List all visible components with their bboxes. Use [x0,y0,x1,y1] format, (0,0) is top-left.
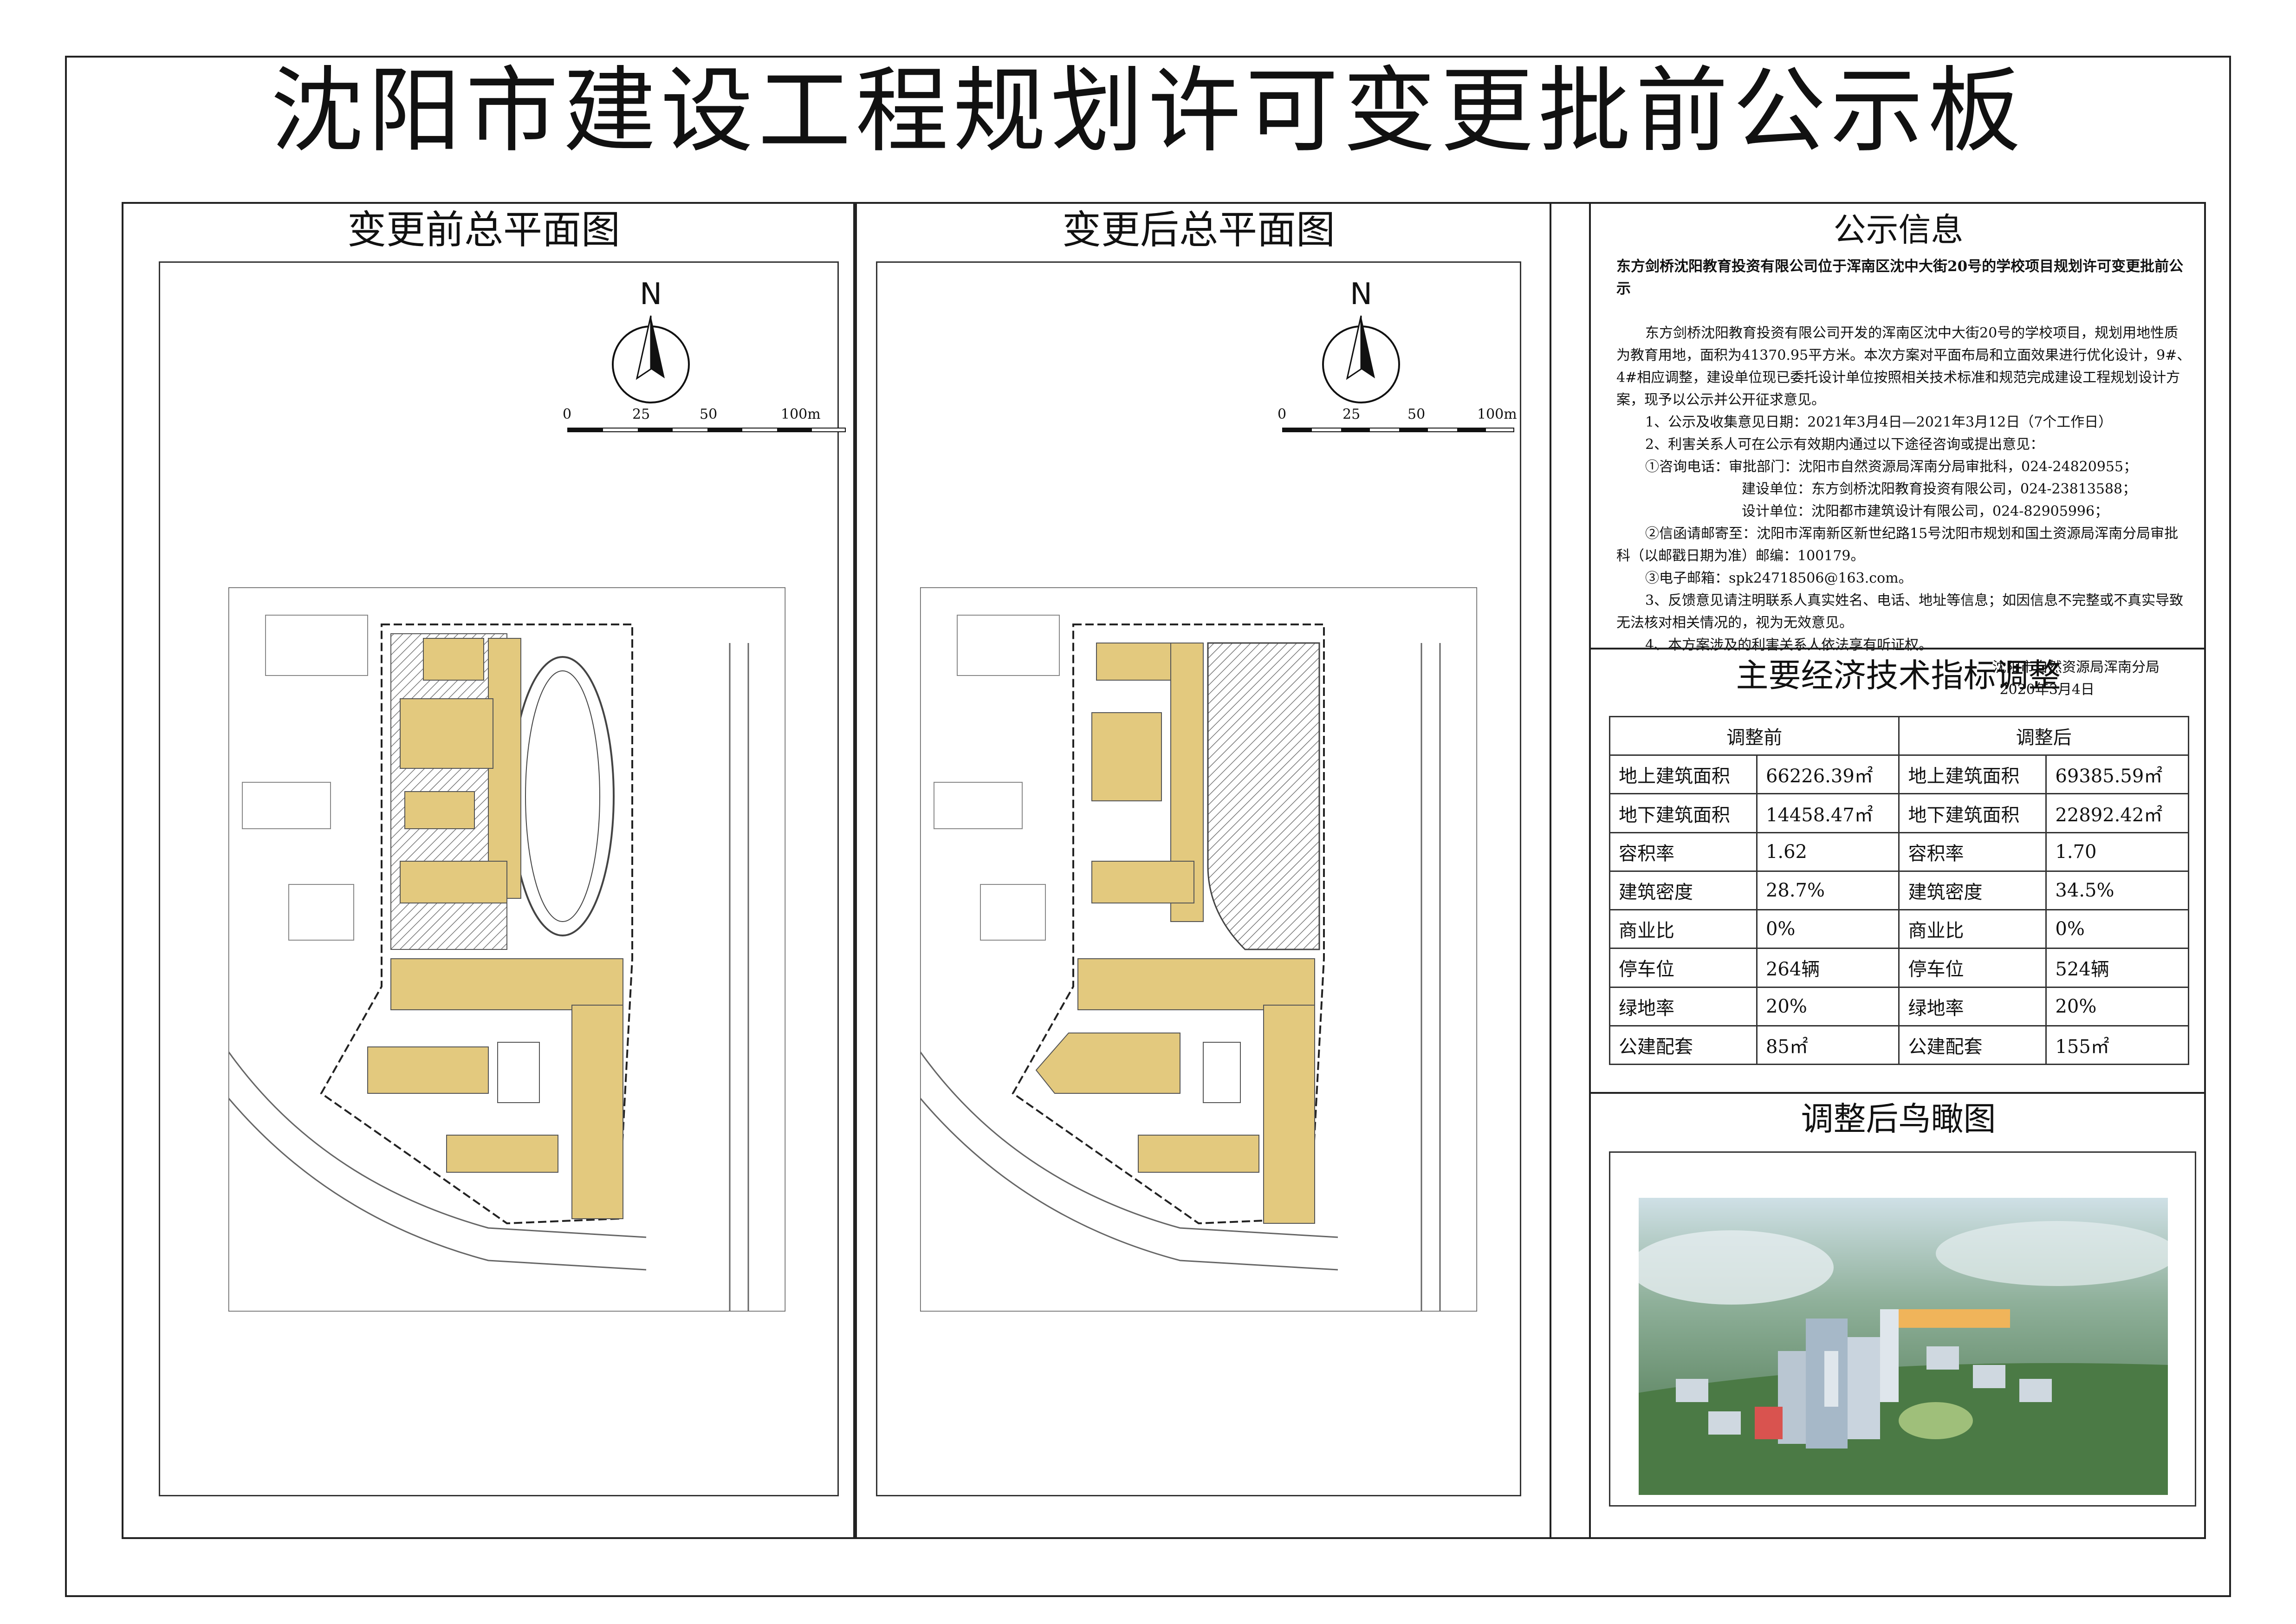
row-label-before: 地上建筑面积 [1609,754,1758,795]
plan-before-title: 变更前总平面图 [347,207,620,253]
row-label-before: 地下建筑面积 [1609,793,1758,833]
plan-after-drawing-frame [876,261,1521,1496]
table-row: 绿地率 20% 绿地率 20% [1609,986,2189,1026]
notice-panel: 公示信息 东方剑桥沈阳教育投资有限公司位于浑南区沈中大街20号的学校项目规划许可… [1591,202,2206,698]
row-label-after: 容积率 [1898,831,2047,872]
north-arrow-after: N [1322,277,1400,403]
row-label-after: 建筑密度 [1898,870,2047,911]
scale-label-50: 50 [1407,406,1426,422]
notice-signature: 沈阳市自然资源局浑南分局 [1992,659,2160,676]
row-label-before: 建筑密度 [1609,870,1758,911]
scale-label-100: 100m [1477,406,1517,422]
aerial-image [1639,1198,2168,1495]
notice-date: 2020年3月4日 [1999,682,2095,698]
scale-label-25: 25 [1343,406,1361,422]
notice-intro: 东方剑桥沈阳教育投资有限公司开发的浑南区沈中大街20号的学校项目，规划用地性质为… [1616,325,2191,408]
north-label: N [1350,277,1372,312]
table-row: 容积率 1.62 容积率 1.70 [1609,831,2189,872]
north-label: N [640,277,662,312]
row-value-before: 14458.47㎡ [1756,793,1900,833]
row-value-after: 0% [2045,909,2189,949]
notice-item-2a: ①咨询电话：审批部门：沈阳市自然资源局浑南分局审批科，024-24820955； [1645,459,2138,475]
notice-item-2e: ③电子邮箱：spk24718506@163.com。 [1645,570,1913,586]
scale-label-100: 100m [781,406,821,422]
row-value-after: 22892.42㎡ [2045,793,2189,833]
tech-title: 主要经济技术指标调整 [1736,656,2061,695]
notice-headline: 东方剑桥沈阳教育投资有限公司位于浑南区沈中大街20号的学校项目规划许可变更批前公… [1616,258,2184,297]
plan-after-title: 变更后总平面图 [1062,207,1335,253]
row-value-after: 69385.59㎡ [2045,754,2189,795]
notice-item-2b: 建设单位：东方剑桥沈阳教育投资有限公司，024-23813588； [1742,481,2137,497]
table-row: 地下建筑面积 14458.47㎡ 地下建筑面积 22892.42㎡ [1609,793,2189,833]
table-row: 公建配套 85㎡ 公建配套 155㎡ [1609,1025,2189,1065]
row-value-after: 1.70 [2045,831,2189,872]
row-label-before: 绿地率 [1609,986,1758,1026]
row-label-before: 商业比 [1609,909,1758,949]
row-label-after: 商业比 [1898,909,2047,949]
row-value-before: 1.62 [1756,831,1900,872]
plan-after-section: 变更后总平面图 N 0 25 50 100m [855,202,1551,1539]
tech-header-after: 调整后 [1898,715,2189,756]
plan-after-frame [855,202,1551,1539]
row-value-after: 34.5% [2045,870,2189,911]
board-title: 沈阳市建设工程规划许可变更批前公示板 [270,57,2025,165]
notice-item-1: 1、公示及收集意见日期：2021年3月4日—2021年3月12日（7个工作日） [1645,414,2113,430]
north-arrow-before: N [612,277,690,403]
plan-before-section: 变更前总平面图 N 0 25 50 100m [122,202,855,1539]
notice-item-2: 2、利害关系人可在公示有效期内通过以下途径咨询或提出意见： [1645,436,2044,453]
row-value-before: 66226.39㎡ [1756,754,1900,795]
notice-divider [1591,648,2206,650]
scale-bar-before: 0 25 50 100m [563,406,846,443]
outer-border [65,56,2231,1597]
scale-label-25: 25 [632,406,650,422]
row-label-before: 公建配套 [1609,1025,1758,1065]
notice-item-3: 3、反馈意见请注明联系人真实姓名、电话、地址等信息；如因信息不完整或不真实导致无… [1616,592,2184,631]
tech-table: 调整前 调整后 地上建筑面积 66226.39㎡ 地上建筑面积 69385.59… [1608,715,2189,1065]
scale-bar-after: 0 25 50 100m [1278,406,1517,443]
row-value-after: 155㎡ [2045,1025,2189,1065]
scale-label-0: 0 [563,406,572,422]
aerial-frame [1609,1151,2196,1507]
row-label-after: 地上建筑面积 [1898,754,2047,795]
tech-divider [1591,1092,2206,1094]
row-label-before: 停车位 [1609,948,1758,988]
row-value-before: 85㎡ [1756,1025,1900,1065]
tech-table-wrap: 调整前 调整后 地上建筑面积 66226.39㎡ 地上建筑面积 69385.59… [1608,715,2189,1065]
column-divider [1589,202,1591,1539]
table-row: 地上建筑面积 66226.39㎡ 地上建筑面积 69385.59㎡ [1609,754,2189,795]
scale-label-50: 50 [700,406,718,422]
table-row: 停车位 264辆 停车位 524辆 [1609,948,2189,988]
notice-body: 东方剑桥沈阳教育投资有限公司位于浑南区沈中大街20号的学校项目规划许可变更批前公… [1616,255,2192,701]
row-label-after: 地下建筑面积 [1898,793,2047,833]
row-value-before: 0% [1756,909,1900,949]
row-label-after: 绿地率 [1898,986,2047,1026]
notice-item-2d: ②信函请邮寄至：沈阳市浑南新区新世纪路15号沈阳市规划和国土资源局浑南分局审批科… [1616,526,2179,564]
scale-label-0: 0 [1278,406,1287,422]
row-label-after: 停车位 [1898,948,2047,988]
notice-item-4: 4、本方案涉及的利害关系人依法享有听证权。 [1645,637,1933,653]
plan-before-frame [122,202,855,1539]
row-value-after: 20% [2045,986,2189,1026]
site-plan-after [920,587,1477,1312]
notice-item-2c: 设计单位：沈阳都市建筑设计有限公司，024-82905996； [1742,503,2109,520]
row-value-after: 524辆 [2045,948,2189,988]
row-value-before: 264辆 [1756,948,1900,988]
table-row: 建筑密度 28.7% 建筑密度 34.5% [1609,870,2189,911]
tech-header-before: 调整前 [1608,715,1900,756]
table-row: 商业比 0% 商业比 0% [1609,909,2189,949]
row-value-before: 20% [1756,986,1900,1026]
row-label-before: 容积率 [1609,831,1758,872]
site-plan-before [228,587,785,1312]
notice-title: 公示信息 [1833,211,1964,249]
aerial-title: 调整后鸟瞰图 [1801,1100,1996,1138]
tech-header-row: 调整前 调整后 [1608,715,2189,756]
plan-before-drawing-frame [159,261,839,1496]
row-value-before: 28.7% [1756,870,1900,911]
row-label-after: 公建配套 [1898,1025,2047,1065]
